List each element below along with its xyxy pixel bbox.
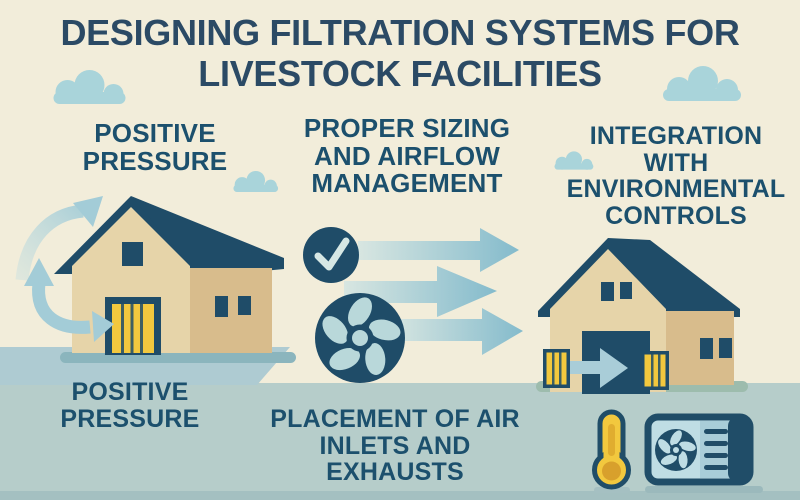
side-window xyxy=(238,296,251,315)
side-window xyxy=(719,338,732,358)
heading-positive-pressure: POSITIVE PRESSURE xyxy=(82,118,228,176)
gable-window xyxy=(620,282,632,299)
label-positive-pressure: POSITIVE PRESSURE xyxy=(60,378,200,433)
curved-arrow-up xyxy=(15,204,84,281)
house-left xyxy=(54,196,284,355)
circulation-arrows-icon xyxy=(15,196,114,342)
heading-proper-sizing: PROPER SIZING AND AIRFLOW MANAGEMENT xyxy=(303,113,511,199)
cloud-icon xyxy=(53,70,126,104)
airflow-arrows-icon xyxy=(344,228,523,355)
environmental-controls-icons xyxy=(592,409,763,493)
label-placement: PLACEMENT OF AIR INLETS AND EXHAUSTS xyxy=(270,405,520,486)
ground-bottom-strip xyxy=(0,491,800,500)
cloud-icon xyxy=(663,66,741,101)
gable-window xyxy=(601,282,614,301)
thermometer-icon xyxy=(592,409,631,490)
hvac-unit-icon xyxy=(644,413,754,486)
shutter xyxy=(543,349,570,388)
door-arrow-icon xyxy=(566,348,628,388)
curved-arrow-into-door xyxy=(32,282,91,334)
page-title: DESIGNING FILTRATION SYSTEMS FOR LIVESTO… xyxy=(60,12,740,95)
icon-shadow xyxy=(594,487,630,493)
house-right xyxy=(538,238,740,394)
side-window xyxy=(215,296,228,317)
barn-right-illustration xyxy=(536,238,748,394)
airflow-management-illustration xyxy=(303,227,523,383)
checkmark-icon xyxy=(303,227,359,283)
hvac-fan-icon xyxy=(655,429,697,471)
heading-integration: INTEGRATION WITH ENVIRONMENTAL CONTROLS xyxy=(566,122,786,230)
fan-icon xyxy=(315,293,405,383)
cloud-icon xyxy=(554,151,594,170)
icon-shadow xyxy=(645,486,763,493)
hvac-vent-lines xyxy=(704,429,728,470)
side-window xyxy=(700,338,713,359)
cloud-icon xyxy=(233,170,279,193)
shutter xyxy=(641,351,669,390)
house-shadow xyxy=(60,352,296,363)
barn-left-illustration xyxy=(15,196,296,363)
gable-window xyxy=(122,242,143,266)
